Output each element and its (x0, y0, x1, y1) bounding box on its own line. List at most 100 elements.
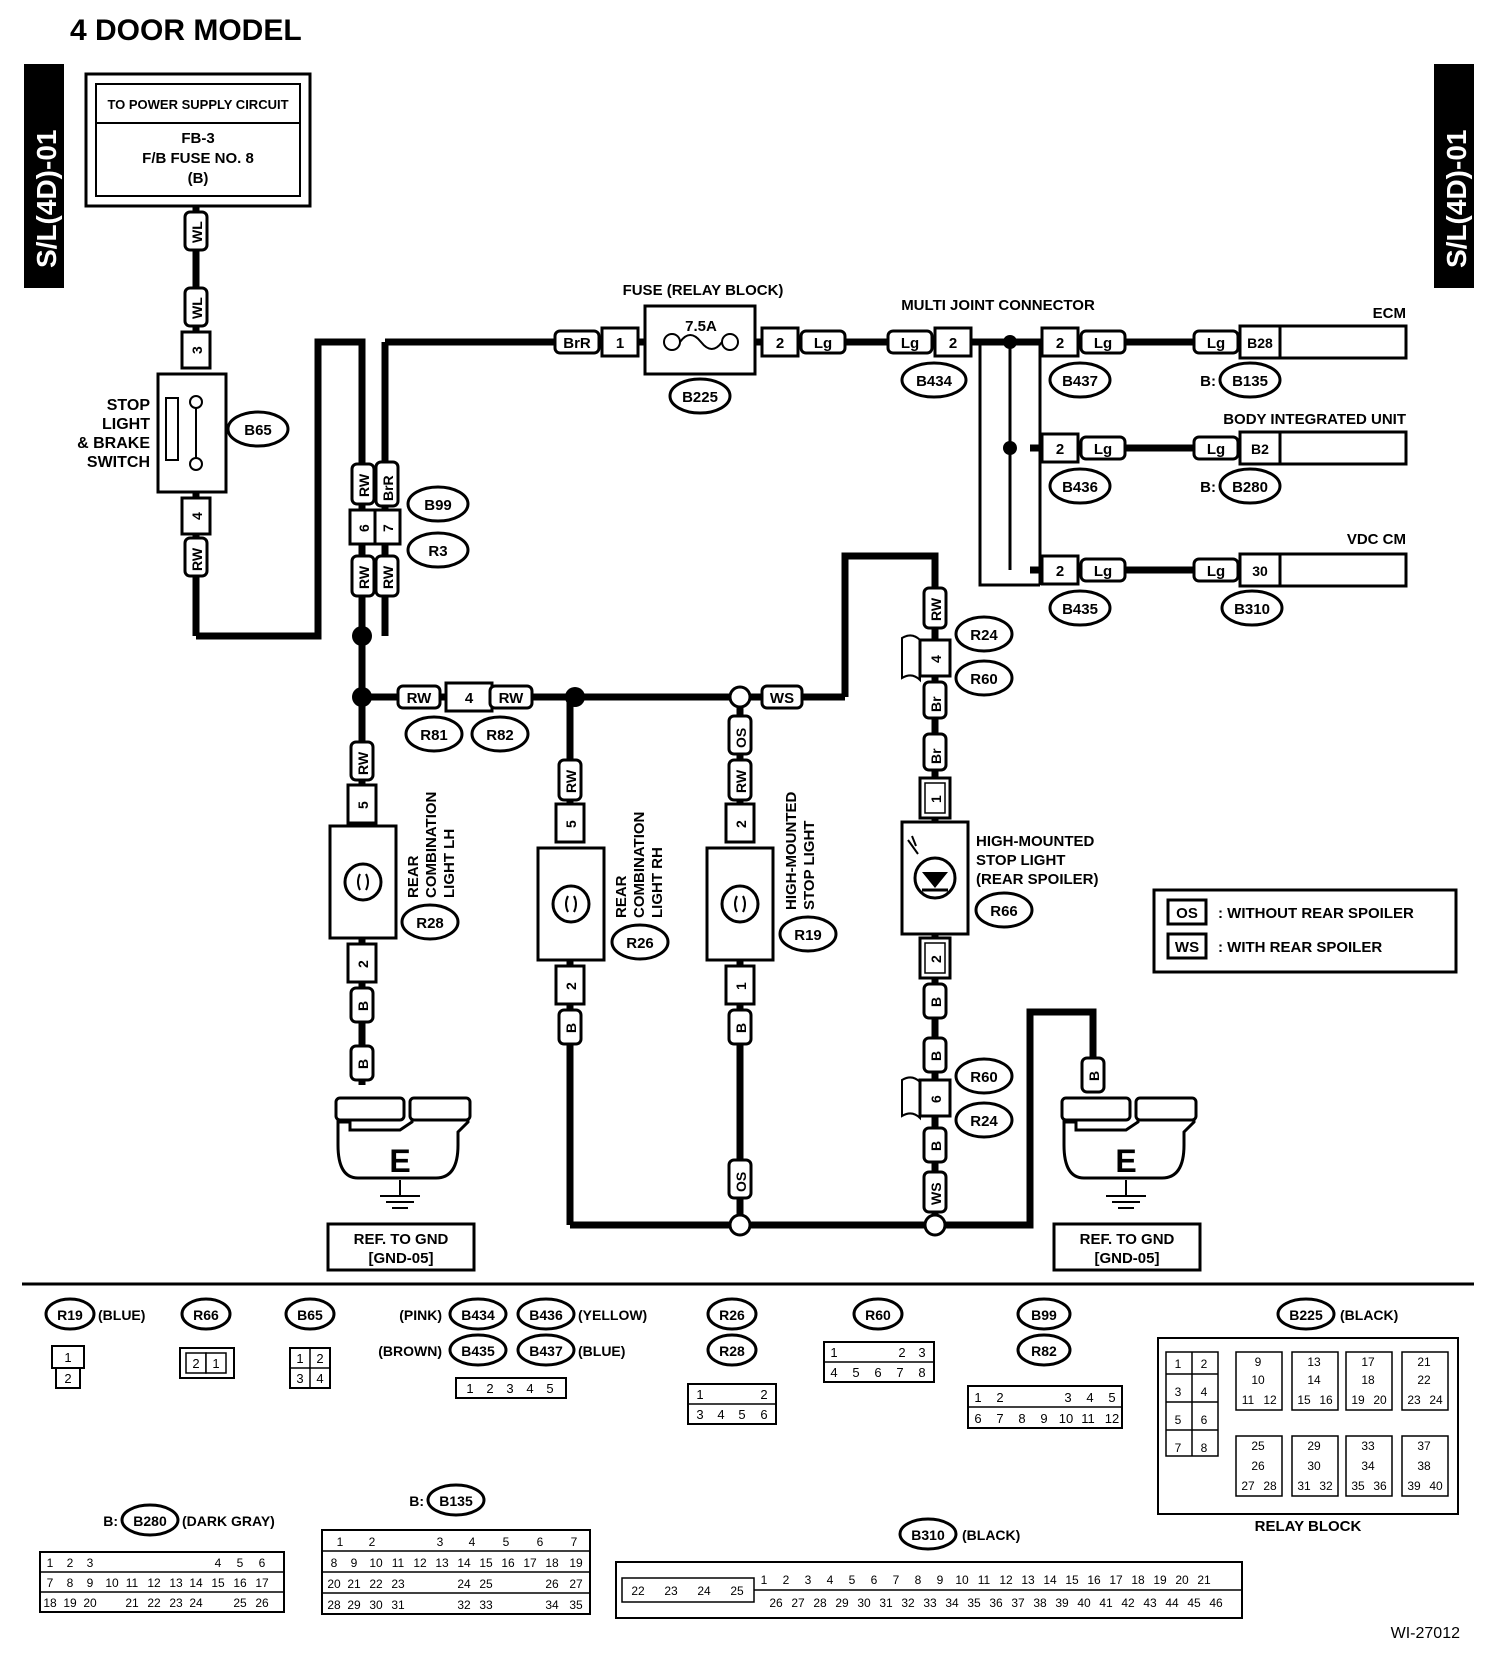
svg-text:RW: RW (189, 547, 205, 571)
svg-text:14: 14 (189, 1576, 203, 1590)
svg-text:9: 9 (937, 1573, 944, 1587)
svg-text:35: 35 (1351, 1479, 1365, 1493)
junction-dots (352, 335, 1017, 707)
svg-text:4: 4 (465, 690, 474, 707)
svg-text:45: 45 (1187, 1596, 1201, 1610)
svg-text:LIGHT RH: LIGHT RH (649, 847, 666, 918)
svg-text:8: 8 (1018, 1411, 1025, 1426)
svg-text:B310: B310 (1234, 601, 1270, 618)
wire-tag-lg-b434: Lg (886, 329, 934, 355)
svg-text:F/B FUSE NO. 8: F/B FUSE NO. 8 (142, 150, 254, 167)
svg-text:15: 15 (211, 1576, 225, 1590)
svg-text:2: 2 (783, 1573, 790, 1587)
svg-text:7: 7 (571, 1535, 578, 1549)
face-r66: R66 2 1 (179, 1297, 235, 1379)
svg-text:(BLUE): (BLUE) (98, 1307, 145, 1323)
svg-text:B99: B99 (1031, 1307, 1057, 1323)
svg-text:R82: R82 (486, 727, 514, 744)
svg-text:2: 2 (64, 1371, 71, 1386)
svg-text:29: 29 (347, 1598, 361, 1612)
svg-text:WS: WS (1175, 939, 1199, 956)
wire-tag-rw-b99-top: RW (350, 462, 376, 506)
svg-text:4: 4 (827, 1573, 834, 1587)
spoiler-pin-4: 4 (901, 634, 952, 683)
connector-r82: R82 (470, 715, 530, 753)
wire-tag-rw-r3-left: RW (350, 554, 376, 598)
svg-text:21: 21 (1417, 1355, 1431, 1369)
wire-tag-rw-r3-right: RW (374, 554, 400, 598)
wire-tag-brr-b99-top: BrR (374, 460, 400, 508)
pin-tag-3-switch: 3 (180, 330, 212, 370)
face-b65: B65 1 2 3 4 (284, 1297, 336, 1389)
svg-text:1: 1 (47, 1556, 54, 1570)
svg-text:Lg: Lg (1094, 441, 1112, 458)
svg-text:14: 14 (1043, 1573, 1057, 1587)
wire-tag-brr-fuse: BrR (553, 329, 601, 355)
svg-text:(REAR SPOILER): (REAR SPOILER) (976, 871, 1099, 888)
connector-r24-top: R24 (954, 615, 1014, 653)
svg-text:[GND-05]: [GND-05] (1094, 1250, 1159, 1267)
svg-text:3: 3 (1064, 1390, 1071, 1405)
ground-terminal-right: E (1060, 1096, 1198, 1209)
svg-text:3: 3 (805, 1573, 812, 1587)
svg-text:8: 8 (1201, 1441, 1208, 1455)
lh-label: REAR COMBINATION LIGHT LH (405, 792, 458, 898)
svg-text:B99: B99 (424, 497, 452, 514)
power-supply-box: TO POWER SUPPLY CIRCUIT FB-3 F/B FUSE NO… (84, 72, 312, 208)
svg-text:26: 26 (1251, 1459, 1265, 1473)
svg-text:21: 21 (1197, 1573, 1211, 1587)
svg-text:17: 17 (255, 1576, 269, 1590)
svg-text:7: 7 (380, 524, 396, 532)
svg-text:4: 4 (830, 1365, 837, 1380)
svg-text:16: 16 (233, 1576, 247, 1590)
svg-text:B435: B435 (461, 1343, 495, 1359)
svg-text:: WITHOUT REAR SPOILER: : WITHOUT REAR SPOILER (1218, 905, 1414, 922)
ecm-module: B28 ECM (1238, 305, 1408, 360)
svg-text:2: 2 (898, 1345, 905, 1360)
wire-tag-ws-top: WS (760, 684, 804, 710)
svg-text:6: 6 (537, 1535, 544, 1549)
svg-text:6: 6 (356, 524, 372, 532)
spoiler-legend: OS : WITHOUT REAR SPOILER WS : WITH REAR… (1152, 888, 1458, 974)
svg-text:8: 8 (67, 1576, 74, 1590)
wire-tag-b-lh-2: B (349, 1044, 375, 1082)
rh-pin-5: 5 (554, 802, 586, 844)
svg-text:12: 12 (1105, 1411, 1119, 1426)
svg-text:2: 2 (760, 1387, 767, 1402)
svg-text:10: 10 (1251, 1373, 1265, 1387)
svg-text:2: 2 (316, 1351, 323, 1366)
wire-tag-lg-b435: Lg (1079, 557, 1127, 583)
svg-text:12: 12 (999, 1573, 1013, 1587)
svg-text:BrR: BrR (563, 335, 591, 352)
svg-text:R60: R60 (865, 1307, 891, 1323)
svg-text:27: 27 (569, 1577, 583, 1591)
svg-text:5: 5 (1175, 1413, 1182, 1427)
svg-text:RW: RW (356, 473, 372, 497)
svg-text:RW: RW (733, 769, 749, 793)
svg-text:WS: WS (928, 1182, 944, 1205)
svg-text:18: 18 (545, 1556, 559, 1570)
svg-text:9: 9 (87, 1576, 94, 1590)
svg-text:2: 2 (1056, 563, 1064, 580)
svg-text:R66: R66 (193, 1307, 219, 1323)
svg-text:34: 34 (1361, 1459, 1375, 1473)
connector-b436: B436 (1048, 467, 1112, 505)
svg-text:WS: WS (770, 690, 794, 707)
svg-text:B: B (355, 1059, 371, 1069)
wire-tag-rw-rh: RW (557, 758, 583, 802)
svg-text:10: 10 (1059, 1411, 1073, 1426)
svg-text:15: 15 (1065, 1573, 1079, 1587)
wire-tag-b-spoiler-1: B (922, 982, 948, 1020)
svg-text:5: 5 (849, 1573, 856, 1587)
svg-text:RW: RW (499, 690, 525, 707)
svg-text:2: 2 (776, 335, 784, 352)
svg-text:31: 31 (1297, 1479, 1311, 1493)
svg-text:23: 23 (664, 1584, 678, 1598)
high-mounted-stop-light (705, 846, 775, 962)
svg-text:B: B (355, 1001, 371, 1011)
svg-text:25: 25 (1251, 1439, 1265, 1453)
svg-text:7: 7 (896, 1365, 903, 1380)
svg-text:31: 31 (391, 1598, 405, 1612)
svg-text:29: 29 (1307, 1439, 1321, 1453)
